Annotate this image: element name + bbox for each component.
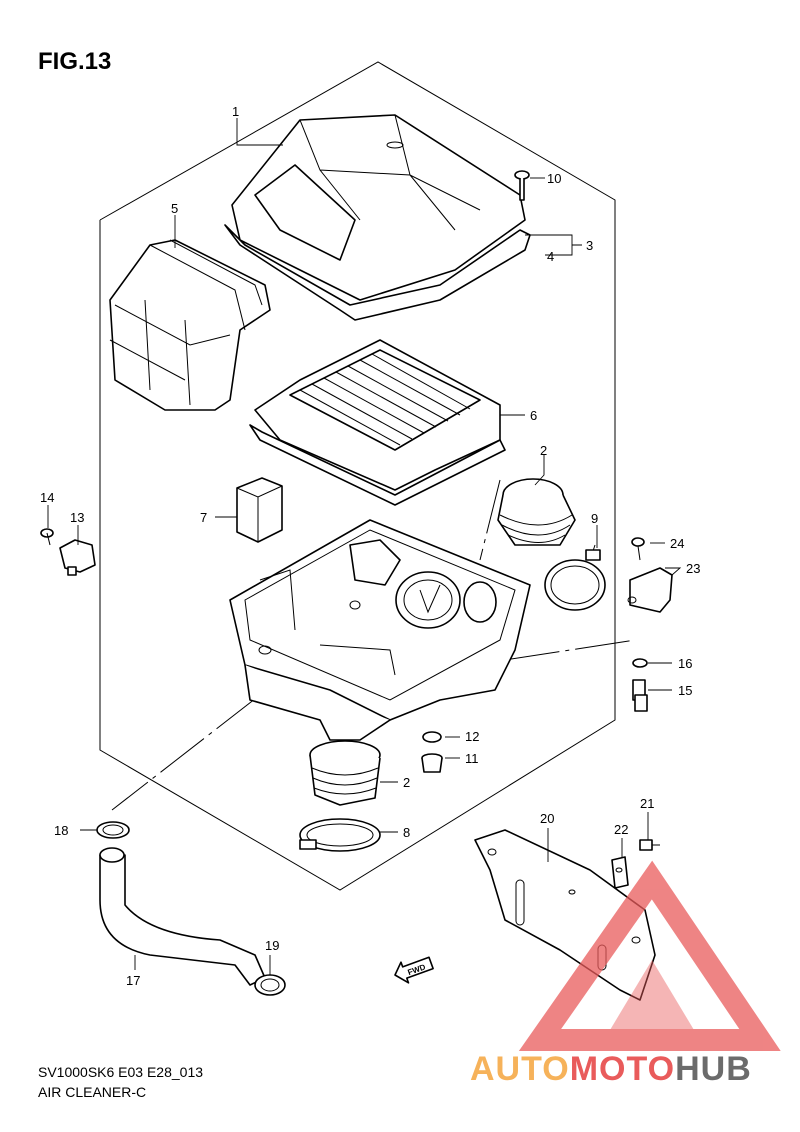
callout-11: 11 (465, 751, 479, 766)
part-15-sensor (632, 679, 648, 712)
part-16-washer (632, 658, 648, 668)
watermark-text: AUTOMOTOHUB (470, 1050, 752, 1089)
part-11-cap (421, 753, 443, 773)
part-6-filter-element (249, 339, 506, 506)
callout-4: 4 (547, 249, 554, 264)
callout-19: 19 (265, 938, 279, 953)
leader-lines (47, 118, 682, 975)
callout-18: 18 (54, 823, 68, 838)
part-10-screw (514, 170, 530, 201)
callout-17: 17 (126, 973, 140, 988)
footer-name: AIR CLEANER-C (38, 1084, 147, 1100)
callout-1: 1 (232, 104, 239, 119)
part-2-lower-hose (309, 740, 381, 806)
callout-10: 10 (547, 171, 561, 186)
callout-2-lower: 2 (403, 775, 410, 790)
assembly-outline (99, 61, 616, 891)
callout-21: 21 (640, 796, 654, 811)
footer-code: SV1000SK6 E03 E28_013 (38, 1064, 204, 1080)
air-cleaner-case (229, 519, 531, 741)
callout-3: 3 (586, 238, 593, 253)
part-23-sensor (627, 567, 673, 613)
callout-22: 22 (614, 822, 628, 837)
part-22-washer-plate (611, 856, 629, 889)
callout-23: 23 (686, 561, 700, 576)
callout-16: 16 (678, 656, 692, 671)
part-7-sponge-block (236, 477, 283, 543)
callout-6: 6 (530, 408, 537, 423)
part-2-upper-hose (497, 478, 576, 546)
callout-2-upper: 2 (540, 443, 547, 458)
part-9-clamp (544, 549, 606, 611)
callout-20: 20 (540, 811, 554, 826)
callout-14: 14 (40, 490, 54, 505)
callout-9: 9 (591, 511, 598, 526)
part-18-clamp (96, 821, 130, 839)
callout-12: 12 (465, 729, 479, 744)
callout-5: 5 (171, 201, 178, 216)
part-12-clip (422, 731, 442, 743)
callout-15: 15 (678, 683, 692, 698)
watermark-part-moto: MOTO (569, 1050, 676, 1088)
part-24-screw (631, 537, 645, 561)
figure-title: FIG.13 (38, 48, 112, 75)
part-5-inlet-duct (109, 239, 271, 411)
part-13-sensor (59, 539, 96, 576)
callout-8: 8 (403, 825, 410, 840)
watermark-logo (518, 860, 781, 1051)
part-17-drain-hose (99, 847, 266, 986)
forward-direction-arrow: FWD (394, 956, 434, 984)
callout-numbers: 1 2 2 3 4 5 6 7 8 9 10 11 12 13 14 15 16… (40, 104, 700, 988)
part-21-bolt (639, 839, 660, 851)
watermark-part-auto: AUTO (470, 1050, 570, 1088)
callout-13: 13 (70, 510, 84, 525)
part-1-air-cleaner-cap (224, 114, 531, 321)
callout-7: 7 (200, 510, 207, 525)
callout-24: 24 (670, 536, 684, 551)
part-19-clamp (254, 974, 286, 996)
watermark-part-hub: HUB (675, 1050, 752, 1088)
part-8-clamp (299, 818, 381, 852)
part-14-screw (40, 528, 54, 546)
